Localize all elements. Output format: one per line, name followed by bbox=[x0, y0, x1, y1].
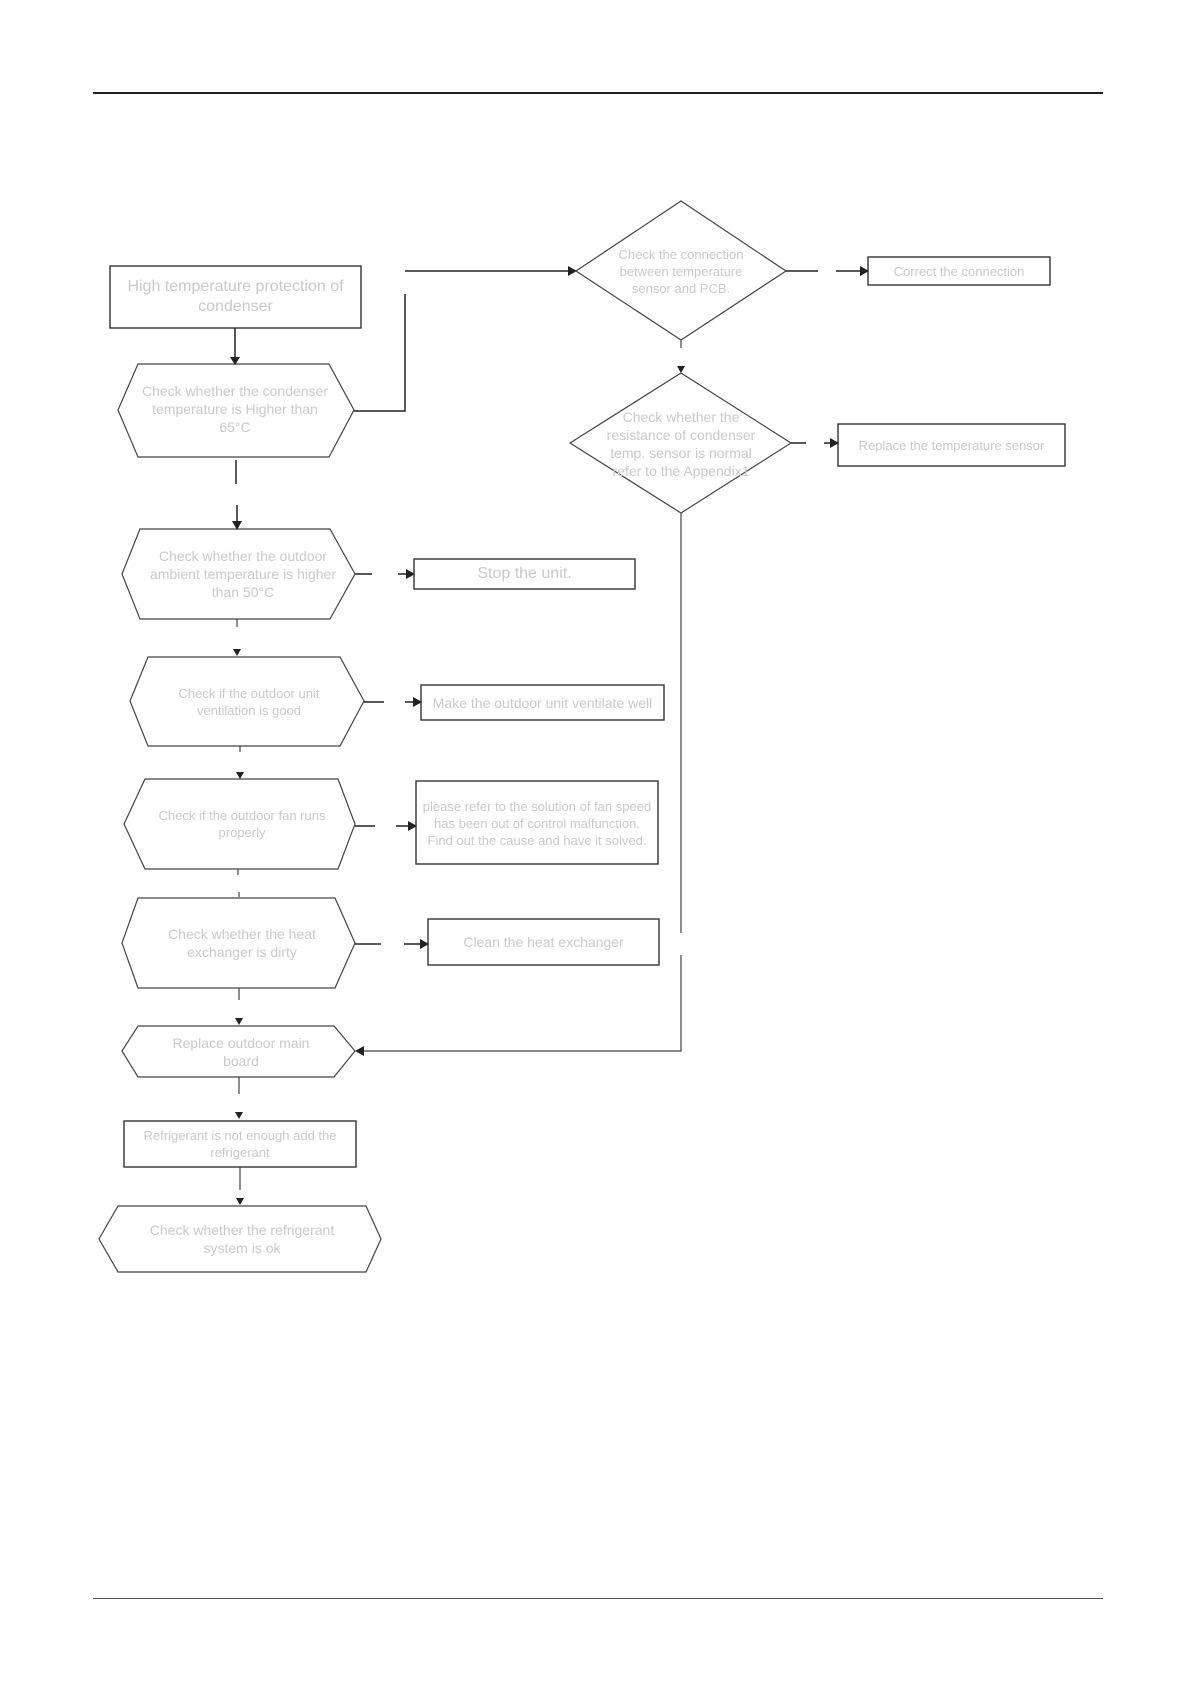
refrigerant-box-shape bbox=[123, 1120, 357, 1168]
arrow-condenser-to-connection bbox=[354, 294, 406, 412]
fan-hexagon bbox=[123, 778, 356, 870]
arrowhead bbox=[232, 521, 242, 530]
arrowhead bbox=[568, 266, 577, 276]
arrowhead bbox=[236, 1198, 244, 1205]
arrowhead bbox=[230, 357, 240, 365]
exchanger-hexagon bbox=[121, 897, 356, 989]
arrowhead bbox=[233, 649, 241, 656]
arrowhead bbox=[406, 569, 415, 579]
replace-sensor-box-shape bbox=[837, 423, 1066, 467]
start-box-shape bbox=[109, 265, 362, 329]
fan-solution-box-shape bbox=[415, 780, 659, 865]
ambient-temp-hexagon bbox=[121, 528, 356, 620]
header-rule bbox=[93, 92, 1103, 94]
ventilation-hexagon bbox=[129, 656, 365, 747]
ventilate-box-shape bbox=[420, 684, 665, 721]
stop-unit-box-shape bbox=[413, 558, 636, 590]
arrowhead bbox=[355, 1046, 364, 1056]
connection-diamond bbox=[574, 200, 788, 341]
arrowhead bbox=[408, 821, 417, 831]
arrowhead bbox=[420, 939, 429, 949]
resistance-diamond bbox=[568, 372, 793, 514]
refrigerant-check-hexagon bbox=[98, 1205, 382, 1273]
arrowhead bbox=[860, 266, 869, 276]
replace-board-hexagon bbox=[121, 1025, 356, 1078]
correct-connection-box-shape bbox=[867, 256, 1051, 286]
arrowhead bbox=[236, 772, 244, 779]
arrowhead bbox=[235, 1112, 243, 1119]
arrowhead bbox=[235, 1018, 243, 1025]
arrow-resistance-to-board-2 bbox=[357, 955, 682, 1052]
condenser-temp-hexagon bbox=[117, 363, 355, 458]
arrowhead bbox=[413, 697, 422, 707]
footer-rule bbox=[93, 1598, 1103, 1599]
arrowhead bbox=[830, 438, 839, 448]
arrowhead bbox=[677, 366, 685, 373]
clean-exchanger-box-shape bbox=[427, 918, 660, 966]
